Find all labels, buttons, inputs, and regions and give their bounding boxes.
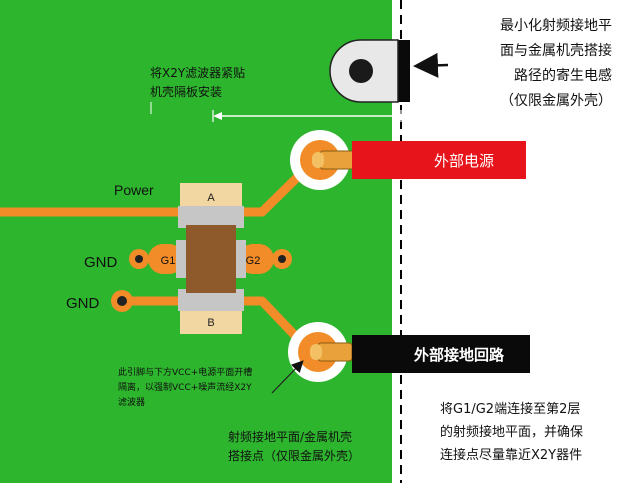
external-power-wire [352,141,526,179]
ground-trace [122,296,309,350]
inductance-arrow [413,52,449,78]
x2y-component-g2-side [234,240,246,278]
x2y-component-g1-side [176,240,188,278]
pad-g2-label: G2 [246,255,261,267]
x2y-component-end-top [178,206,244,228]
pad-a [180,183,242,209]
external-ground-loop-label: 外部接地回路 [414,346,505,364]
pad-a-label: A [207,192,215,204]
power-pin [319,150,355,170]
g2-via-hole [278,255,286,263]
g1-g2-connection-note: 将G1/G2端连接至第2层 的射频接地平面，并确保 连接点尽量靠近X2Y器件 [440,402,584,463]
x2y-component-body [186,225,236,293]
ground-pin [317,342,353,362]
x2y-component-end-bottom [178,289,244,311]
g1-pad [148,244,184,274]
inductance-note: 最小化射频接地平 面与金属机壳搭接 路径的寄生电感 （仅限金属外壳） [500,18,612,109]
mounting-note: 将X2Y滤波器紧贴 机壳隔板安装 [150,66,246,99]
pad-b [180,308,242,334]
mounting-hole [349,59,373,83]
gnd-label-2: GND [66,295,100,312]
external-ground-wire [352,335,530,373]
g1-via-hole [135,255,143,263]
ground-pin-tip [310,344,322,360]
power-label: Power [114,182,154,198]
slot-note-arrow [271,360,304,394]
power-pin-tip [312,152,324,168]
pad-b-label: B [207,317,214,329]
slot-isolation-note: 此引脚与下方VCC+电源平面开槽 隔离，以强制VCC+噪声流经X2Y 滤波器 [118,368,253,408]
chassis-bracket-bar [396,40,410,102]
dimension-arrowhead-right [392,112,401,120]
pad-g1-label: G1 [161,255,176,267]
g2-pad [238,244,274,274]
gnd-via-hole [117,296,127,306]
chassis-bond-point-note: 射频接地平面/金属机壳 搭接点（仅限金属外壳） [228,430,361,463]
external-power-label: 外部电源 [434,152,495,170]
dimension-arrowhead-left [213,112,222,120]
gnd-label-1: GND [84,254,118,271]
